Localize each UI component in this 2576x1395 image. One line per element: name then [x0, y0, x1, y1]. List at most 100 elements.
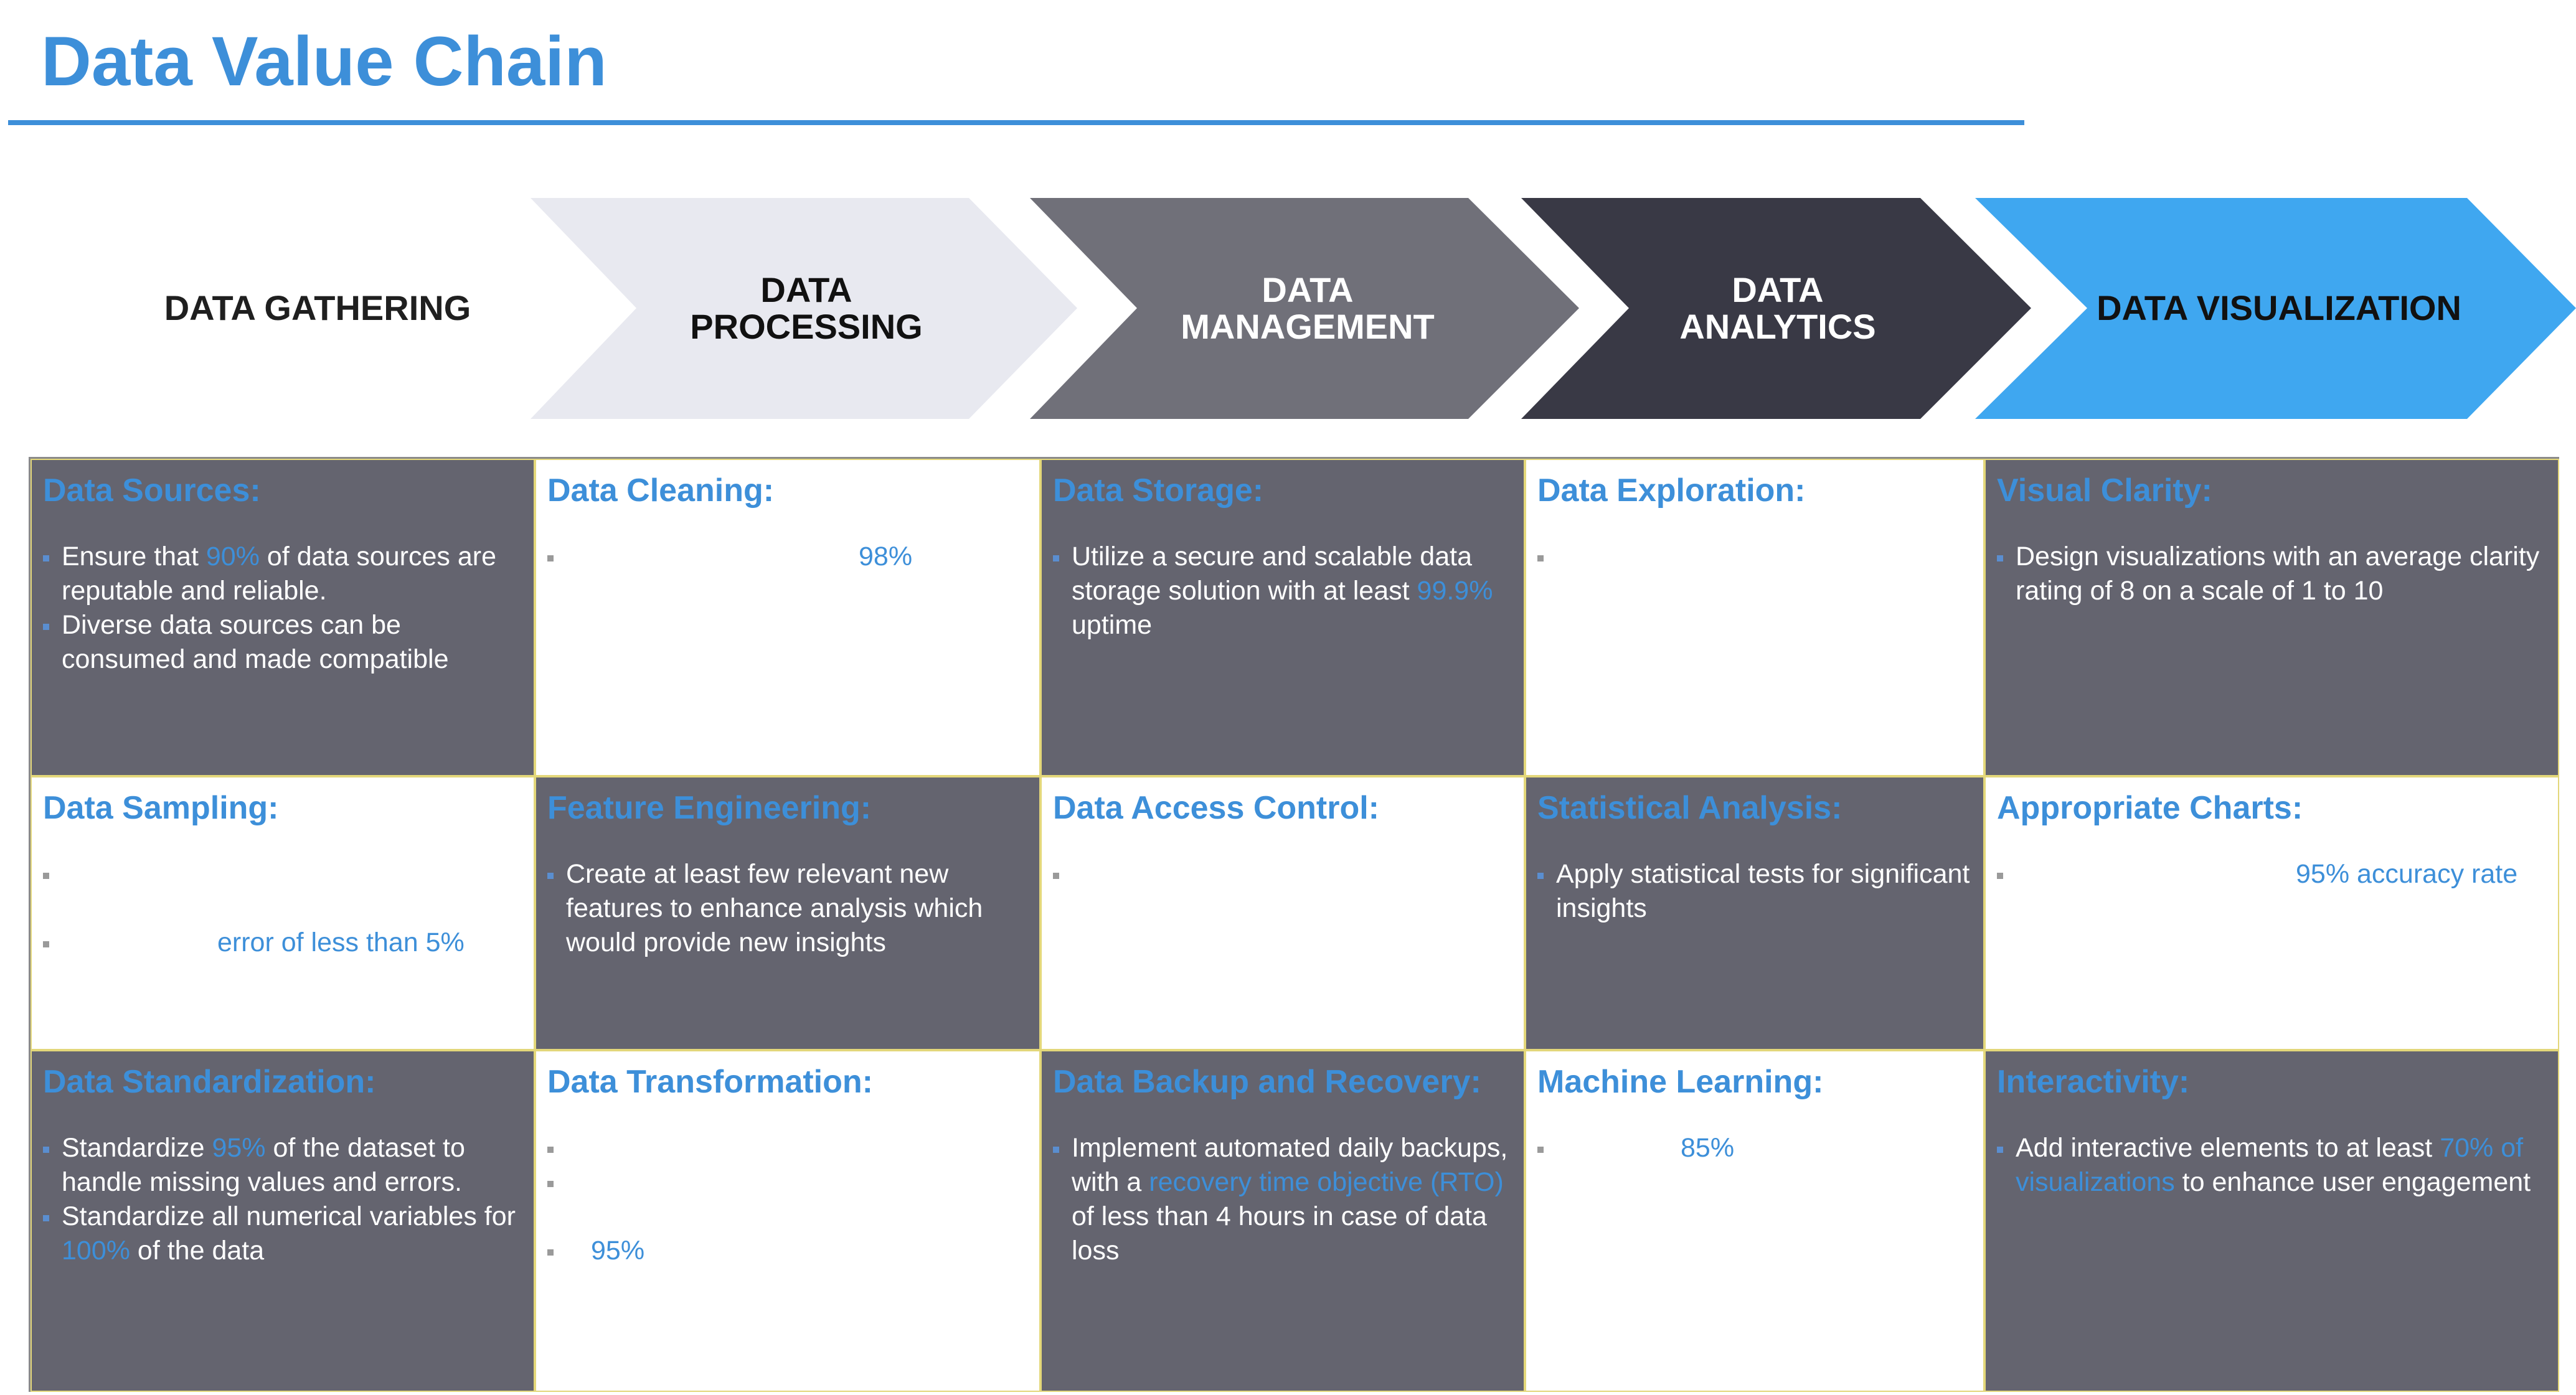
bullet-text: Add interactive elements to at least 70%… [2016, 1133, 2531, 1197]
bullet-item [43, 857, 521, 891]
metric-cell: Data Standardization:Standardize 95% of … [31, 1050, 535, 1392]
text-segment: Ensure that [62, 542, 206, 572]
metric-cell: Data Storage:Utilize a secure and scalab… [1040, 459, 1525, 776]
bullet-list: Design visualizations with an average cl… [1997, 540, 2558, 608]
bullet-item [547, 1165, 1027, 1200]
metric-cell: Interactivity: Add interactive elements t… [1984, 1050, 2559, 1392]
page-title: Data Value Chain [41, 22, 607, 100]
metric-cell: Statistical Analysis: Apply statistical t… [1525, 776, 1984, 1050]
text-segment: to enhance user engagement [2174, 1167, 2531, 1198]
title-underline [8, 120, 2024, 125]
bullet-text: 95% [566, 1234, 644, 1268]
bullet-text: Ensure that 90% of data sources are repu… [62, 542, 496, 606]
chevron-data-processing [531, 198, 1077, 419]
metric-cell: Data Exploration: [1525, 459, 1984, 776]
bullet-item: Design visualizations with an average cl… [1997, 540, 2545, 608]
bullet-item: 85% [1537, 1131, 1971, 1165]
metric-cell: Machine Learning:85% [1525, 1050, 1984, 1392]
metrics-grid: Data Sources:Ensure that 90% of data sou… [29, 457, 2559, 1392]
bullet-item: Standardize 95% of the dataset to handle… [43, 1131, 521, 1200]
bullet-text: Design visualizations with an average cl… [2016, 542, 2539, 606]
cell-title: Interactivity: [1997, 1064, 2190, 1100]
bullet-marker [1537, 873, 1544, 880]
bullet-marker [43, 941, 49, 948]
highlight-value: 70% of visualizations [2016, 1133, 2524, 1198]
bullet-item [547, 1131, 1027, 1165]
bullet-marker [43, 1147, 49, 1153]
bullet-item: Utilize a secure and scalable data stora… [1053, 540, 1511, 642]
bullet-text: Utilize a secure and scalable data stora… [1072, 542, 1493, 640]
bullet-list: Create at least few relevant new feature… [547, 857, 1039, 960]
bullet-marker [1537, 1147, 1544, 1153]
metric-cell: Data Sources:Ensure that 90% of data sou… [31, 459, 535, 776]
cell-title: Appropriate Charts: [1997, 790, 2303, 826]
highlight-value: 100% [62, 1236, 130, 1266]
bullet-marker [43, 624, 49, 631]
bullet-item: Ensure that 90% of data sources are repu… [43, 540, 521, 608]
cell-title: Data Access Control: [1053, 790, 1379, 826]
text-segment: of data sources are reputable and reliab… [62, 542, 497, 606]
chevron-data-management [1030, 198, 1579, 419]
highlight-value: 95% [212, 1133, 266, 1163]
text-segment: of less than 4 hours in case of data los… [1072, 1201, 1487, 1266]
stage-data-management: DATA MANAGEMENT [1181, 270, 1435, 346]
bullet-marker [43, 555, 49, 562]
bullet-marker [547, 1249, 554, 1256]
highlight-value: 99.9% [1417, 576, 1493, 606]
bullet-list: Ensure that 90% of data sources are repu… [43, 540, 534, 677]
bullet-text: Standardize 95% of the dataset to handle… [62, 1133, 465, 1197]
text-segment: Design visualizations with an average cl… [2016, 542, 2540, 606]
cell-title: Data Cleaning: [547, 472, 775, 509]
bullet-text: Diverse data sources can be consumed and… [62, 610, 448, 674]
bullet-list: error of less than 5% [43, 857, 534, 960]
metric-cell: Data Access Control: [1040, 776, 1525, 1050]
bullet-marker [43, 1215, 49, 1222]
cell-title: Visual Clarity: [1997, 472, 2212, 509]
bullet-list: 85% [1537, 1131, 1983, 1165]
bullet-item: Create at least few relevant new feature… [547, 857, 1027, 960]
bullet-text: Apply statistical tests for significant … [1556, 859, 1970, 923]
bullet-list: Implement automated daily backups, with … [1053, 1131, 1524, 1268]
bullet-marker [1997, 1147, 2003, 1153]
text-segment: Implement automated daily backups, with … [1072, 1133, 1508, 1198]
text-segment: of the data [130, 1236, 265, 1266]
bullet-text: Implement automated daily backups, with … [1072, 1133, 1507, 1266]
highlight-value: 95% accuracy rate [2296, 859, 2518, 890]
stage-data-visualization: DATA VISUALIZATION [2097, 288, 2461, 328]
chevron-data-analytics [1521, 198, 2031, 419]
stage-data-gathering: DATA GATHERING [164, 288, 471, 328]
highlight-value: 85% [1681, 1133, 1735, 1163]
highlight-value: 95% [591, 1236, 645, 1266]
text-segment: Apply statistical tests for significant … [1556, 859, 1970, 924]
bullet-item: Diverse data sources can be consumed and… [43, 608, 521, 677]
bullet-list: 98% [547, 540, 1039, 574]
metric-cell: Data Sampling:error of less than 5% [31, 776, 535, 1050]
text-segment: Diverse data sources can be consumed and… [62, 610, 449, 675]
bullet-text: Standardize all numerical variables for … [62, 1201, 516, 1266]
bullet-list: 95% [547, 1131, 1039, 1268]
cell-title: Statistical Analysis: [1537, 790, 1842, 826]
bullet-marker [1053, 873, 1059, 880]
bullet-text: 95% accuracy rate [2016, 857, 2517, 891]
cell-title: Data Transformation: [547, 1064, 873, 1100]
bullet-item: Apply statistical tests for significant … [1537, 857, 1971, 926]
text-segment: Utilize a secure and scalable data stora… [1072, 542, 1472, 606]
text-segment: uptime [1072, 610, 1153, 641]
bullet-item [1537, 540, 1971, 574]
bullet-text: error of less than 5% [62, 926, 465, 960]
text-segment: Standardize [62, 1133, 212, 1163]
bullet-item [1053, 857, 1511, 891]
text-segment: Create at least few relevant new feature… [566, 859, 983, 958]
highlight-value: 98% [859, 542, 913, 572]
value-chain-chevrons [531, 198, 2576, 419]
highlight-value: error of less than 5% [217, 928, 465, 958]
bullet-list: Standardize 95% of the dataset to handle… [43, 1131, 534, 1268]
bullet-marker [547, 1181, 554, 1188]
highlight-value: recovery time objective (RTO) [1149, 1167, 1504, 1198]
bullet-list: Apply statistical tests for significant … [1537, 857, 1983, 926]
bullet-marker [1997, 873, 2003, 880]
highlight-value: 90% [205, 542, 260, 572]
bullet-item: Standardize all numerical variables for … [43, 1200, 521, 1268]
bullet-item: 95% [547, 1234, 1027, 1268]
text-segment: of the dataset to handle missing values … [62, 1133, 465, 1198]
